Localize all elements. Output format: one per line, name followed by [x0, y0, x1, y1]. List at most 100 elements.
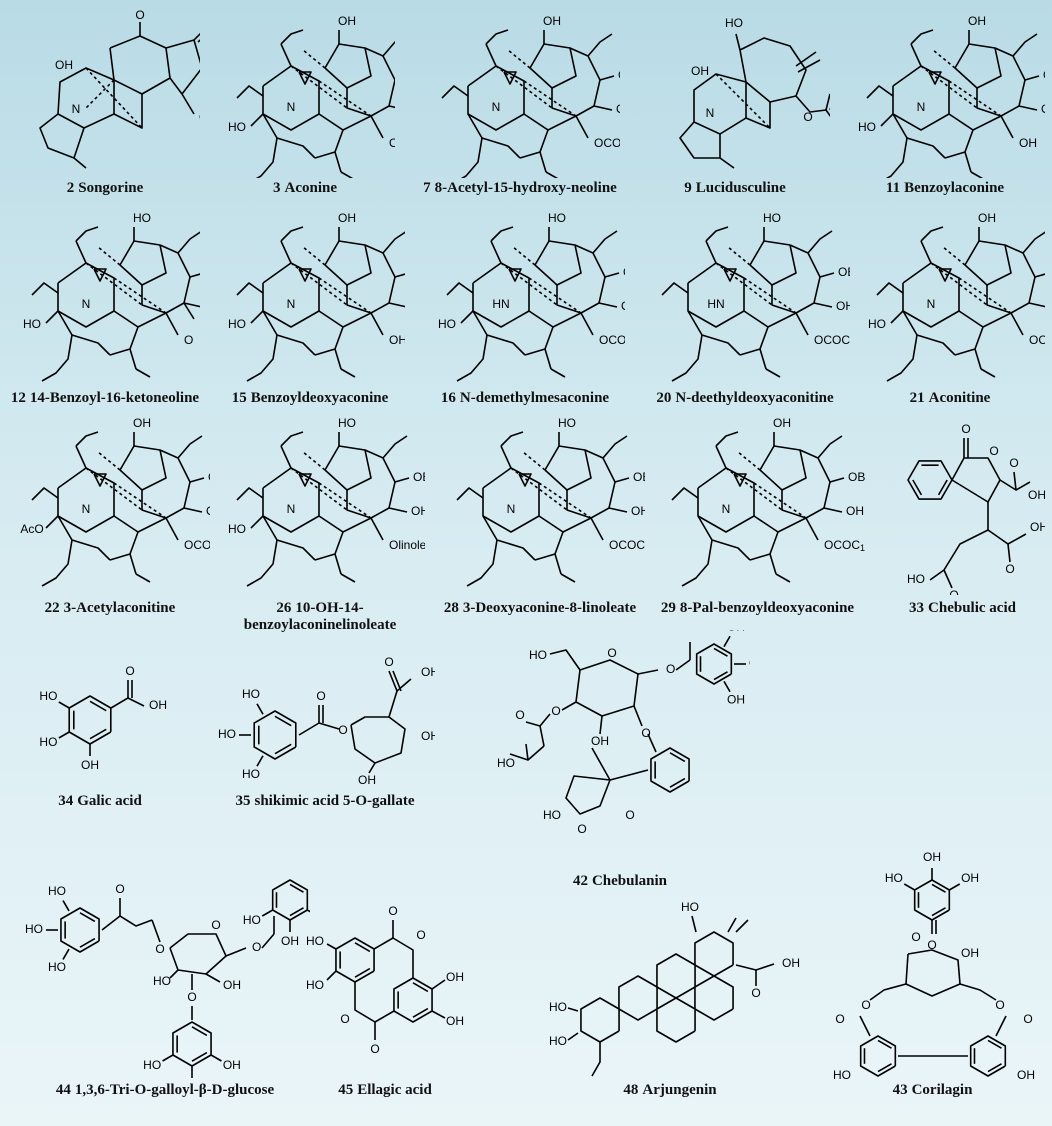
bond	[733, 473, 747, 487]
atom-label: N	[706, 106, 715, 120]
bond	[1000, 115, 1014, 139]
bond	[165, 517, 179, 541]
bond	[735, 919, 749, 933]
bond	[58, 701, 70, 709]
bond	[318, 80, 372, 117]
compound-name: Benzoyldeoxyaconine	[250, 390, 389, 406]
bond	[508, 268, 522, 282]
atom-label: OH	[621, 299, 625, 313]
bond	[954, 43, 1002, 89]
atom-label: OH	[281, 934, 299, 948]
bond	[236, 282, 264, 296]
compound-22: OHOBzOHOCOCH3NAcO223-Acetylaconitine	[10, 410, 210, 620]
bond	[805, 517, 819, 541]
atom-label: HO	[868, 317, 886, 331]
compound-number: 3	[273, 180, 281, 196]
compound-3: OHOHOHOHNHO3Aconine	[215, 8, 395, 200]
bond	[75, 226, 99, 242]
bond	[539, 151, 547, 173]
bond	[370, 312, 384, 336]
bond	[669, 777, 686, 788]
atom-label: OH	[199, 110, 200, 124]
bond	[97, 246, 121, 266]
bond	[31, 487, 59, 501]
structure-3-acetylaconitine: OHOBzOHOCOCH3NAcO	[20, 416, 210, 587]
bond	[890, 310, 904, 324]
bond	[262, 310, 316, 356]
bond	[795, 51, 817, 67]
bond	[523, 80, 577, 117]
atom-label: OCOCH3	[814, 333, 850, 348]
bond	[165, 312, 179, 336]
bond	[482, 467, 540, 533]
bond	[256, 755, 264, 767]
bond	[551, 47, 601, 117]
bond	[250, 113, 264, 127]
bond	[135, 573, 151, 583]
bond	[289, 907, 304, 917]
bond	[346, 47, 395, 117]
bond	[518, 473, 532, 487]
bond	[41, 539, 73, 587]
compound-name: Lucidusculine	[695, 180, 786, 196]
bond	[129, 348, 137, 370]
structure-8-pal-benzoyldeoxyaconine: OHOBzOHOCOC15H31N	[671, 416, 865, 587]
bond	[467, 65, 525, 131]
bond	[334, 348, 342, 370]
atom-label: HO	[543, 808, 561, 822]
bond	[388, 507, 408, 513]
atom-label: OH	[421, 729, 435, 743]
atom-label: O	[1009, 456, 1018, 470]
bond	[715, 73, 771, 129]
bond	[697, 515, 751, 561]
bond	[177, 231, 200, 254]
bond	[932, 49, 956, 69]
atom-label: N	[287, 297, 296, 311]
atom-label: OH	[961, 871, 979, 885]
bond	[141, 244, 191, 314]
bond	[113, 310, 167, 328]
bond	[256, 703, 264, 715]
bond	[958, 310, 1012, 328]
bond	[314, 326, 344, 356]
bond	[719, 157, 735, 169]
bond	[544, 348, 552, 370]
bond	[671, 334, 703, 382]
bond	[31, 282, 59, 296]
bond	[737, 451, 761, 471]
structure-benzoyldeoxyaconine: OHOBzOHOHNHO	[228, 211, 405, 382]
atom-label: N	[722, 502, 731, 516]
bond	[723, 635, 731, 648]
bond	[431, 1010, 446, 1019]
atom-label: HO	[833, 1068, 851, 1080]
bond	[519, 129, 549, 159]
bond	[262, 113, 316, 159]
bond	[490, 240, 502, 264]
bond	[859, 1015, 871, 1037]
bond	[45, 515, 59, 529]
bond	[661, 282, 689, 296]
bond	[687, 310, 741, 356]
bond	[905, 949, 961, 997]
bond	[1024, 75, 1040, 81]
compound-number: 7	[423, 180, 431, 196]
bond	[723, 680, 731, 693]
atom-label: O	[911, 930, 920, 944]
compound-name: 3-Deoxyaconine-8-linoleate	[462, 600, 637, 616]
compound-name: shikimic acid 5-O-gallate	[254, 793, 415, 809]
atom-label: O	[211, 918, 220, 932]
bond	[280, 43, 292, 67]
bond	[314, 129, 344, 159]
compound-48: HOHOHOHOOHO48Arjungenin	[530, 890, 810, 1102]
atom-label: HO	[39, 689, 57, 703]
bond	[974, 348, 982, 370]
atom-label: OBz	[208, 470, 210, 484]
bond	[177, 435, 203, 459]
bond	[987, 1063, 1002, 1073]
